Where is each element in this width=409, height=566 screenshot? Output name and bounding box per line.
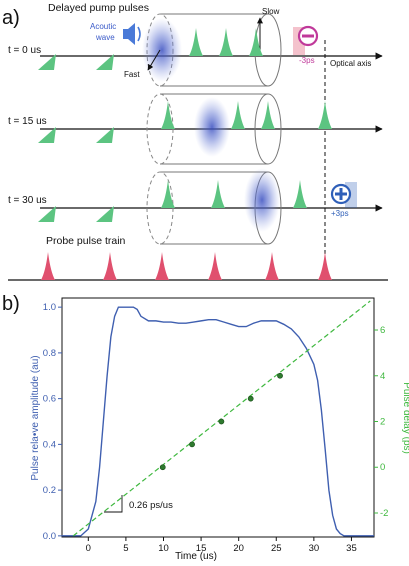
pulse: [161, 180, 175, 208]
delay-point: [159, 464, 166, 471]
slope-label: 0.26 ps/us: [129, 500, 173, 511]
row-t0: t = 0 us Slow Fast Optical axis -3ps: [8, 7, 383, 87]
pulse: [249, 28, 263, 56]
acoustic-wave-blob: [142, 18, 182, 82]
plot-frame: [61, 297, 375, 538]
pulse: [189, 28, 203, 56]
row-t30: t = 30 us +3ps: [8, 168, 383, 245]
amplitude-line: [62, 306, 374, 537]
x-tick-label: 15: [196, 543, 207, 554]
pulse: [208, 252, 222, 280]
y2-tick-label: 0: [380, 462, 385, 473]
slow-label: Slow: [262, 7, 280, 16]
y2-tick-label: -2: [380, 508, 388, 519]
acoustic-label-1: Acoutic: [90, 22, 116, 31]
y-axis-label: Pulse rela•ve amplitude (au): [30, 355, 41, 480]
pump-pulse-tilted: [38, 206, 56, 222]
pulse: [161, 101, 175, 129]
y-tick-label: 0.0: [43, 531, 56, 542]
x-tick-label: 25: [271, 543, 282, 554]
plus-circle-icon: [330, 183, 352, 205]
pulse: [318, 252, 332, 280]
pulse: [318, 101, 332, 129]
pump-pulse-tilted: [96, 54, 114, 70]
y-tick-label: 0.6: [43, 394, 56, 405]
pulse: [155, 252, 169, 280]
x-tick-label: 30: [309, 543, 320, 554]
x-tick-label: 5: [123, 543, 128, 554]
delay-point: [218, 418, 225, 425]
speaker-icon: [123, 23, 141, 45]
time-label-t15: t = 15 us: [8, 116, 47, 127]
pulse: [293, 180, 307, 208]
y-tick-label: 1.0: [43, 302, 56, 313]
minus-delay-label: -3ps: [299, 56, 315, 65]
fast-axis-arrow: [147, 49, 161, 71]
pump-pulse-tilted: [96, 206, 114, 222]
y2-axis-label: Pulse delay (ps): [401, 382, 409, 454]
y2-tick-label: 6: [380, 325, 385, 336]
acoustic-wave-blob: [194, 97, 230, 157]
pump-pulses-title: Delayed pump pulses: [48, 2, 149, 14]
pulse: [231, 101, 245, 129]
pump-pulse-tilted: [38, 54, 56, 70]
delay-fit-line: [72, 300, 371, 537]
x-tick-label: 0: [86, 543, 91, 554]
pump-pulse-tilted: [38, 127, 56, 143]
panel-a-label: a): [2, 7, 20, 29]
y-tick-label: 0.8: [43, 348, 56, 359]
pulse: [261, 101, 275, 129]
pulse: [103, 252, 117, 280]
pulse: [41, 252, 55, 280]
panel-b-label: b): [2, 293, 20, 315]
panel-b: b) 0 5 10 15 20 25 30 35 0.0 0.2 0.4 0.6 0.8 1.0 -2 0 2 4…: [2, 293, 409, 562]
probe-title: Probe pulse train: [46, 235, 126, 247]
x-axis-label: Time (us): [175, 551, 217, 562]
fast-label: Fast: [124, 70, 140, 79]
panel-a: a) Delayed pump pulses Acoutic wave t = …: [2, 2, 388, 281]
pulse: [219, 28, 233, 56]
minus-circle-icon: [297, 25, 319, 47]
delay-point: [277, 372, 283, 379]
chart: 0 5 10 15 20 25 30 35 0.0 0.2 0.4 0.6 0.8 1.0 -2 0 2 4 6: [43, 300, 388, 554]
time-label-t30: t = 30 us: [8, 195, 47, 206]
time-label-t0: t = 0 us: [8, 45, 41, 56]
acoustic-wave-blob: [244, 168, 280, 232]
x-tick-label: 35: [346, 543, 357, 554]
y-tick-label: 0.4: [43, 439, 56, 450]
x-tick-label: 10: [158, 543, 169, 554]
x-tick-label: 20: [233, 543, 244, 554]
y-tick-label: 0.2: [43, 485, 56, 496]
pulse: [265, 252, 279, 280]
delay-point: [189, 441, 195, 448]
plus-delay-label: +3ps: [331, 209, 349, 218]
optical-axis-label: Optical axis: [330, 59, 371, 68]
slope-triangle: [104, 495, 123, 513]
y2-tick-label: 4: [380, 371, 385, 382]
probe-row: Probe pulse train: [8, 235, 388, 281]
pulse: [211, 180, 225, 208]
y2-tick-label: 2: [380, 417, 385, 428]
pump-pulse-tilted: [96, 127, 114, 143]
acoustic-label-2: wave: [95, 33, 115, 42]
delay-point: [247, 395, 254, 402]
